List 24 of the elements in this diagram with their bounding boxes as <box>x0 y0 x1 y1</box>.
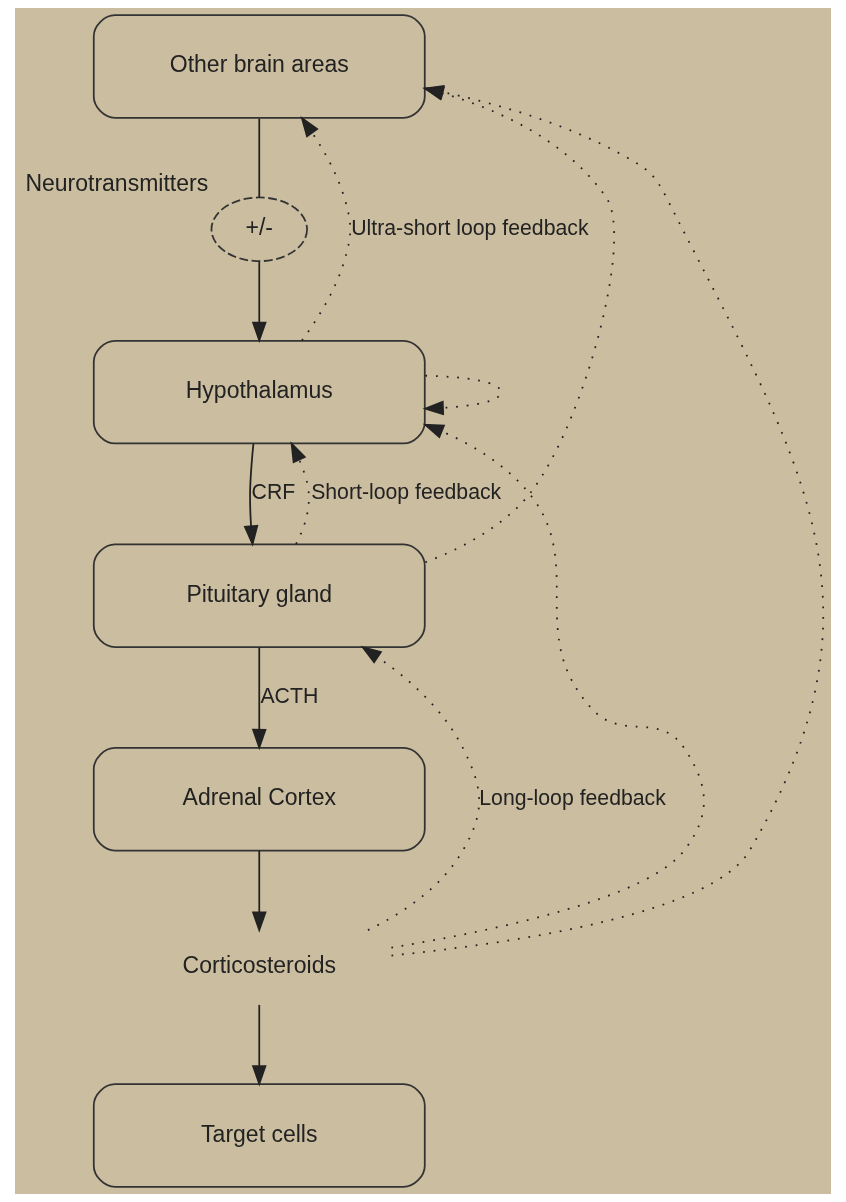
arrow <box>360 645 481 932</box>
edge-label: Short-loop feedback <box>311 480 502 505</box>
arrow <box>251 260 267 343</box>
arrow <box>290 441 310 545</box>
edge-label: CRF <box>251 480 296 505</box>
arrow <box>243 443 259 547</box>
node-box: Adrenal Cortex <box>92 747 426 852</box>
node-box: Pituitary gland <box>92 543 426 648</box>
node-text: Corticosteroids <box>182 952 336 979</box>
node-box: Other brain areas <box>92 14 426 119</box>
arrow <box>251 849 267 933</box>
arrow <box>300 115 352 342</box>
edge-label: Long-loop feedback <box>479 785 666 810</box>
node-box: Target cells <box>92 1083 426 1188</box>
connector <box>258 117 261 199</box>
arrow <box>390 423 705 949</box>
node-ellipse: +/- <box>210 196 308 263</box>
node-label: Neurotransmitters <box>25 170 209 197</box>
arrow <box>251 1004 267 1087</box>
edge-label: ACTH <box>260 683 319 708</box>
arrow <box>422 374 502 416</box>
edge-label: Ultra-short loop feedback <box>351 215 589 240</box>
node-box: Hypothalamus <box>92 339 426 445</box>
arrow <box>251 646 267 751</box>
